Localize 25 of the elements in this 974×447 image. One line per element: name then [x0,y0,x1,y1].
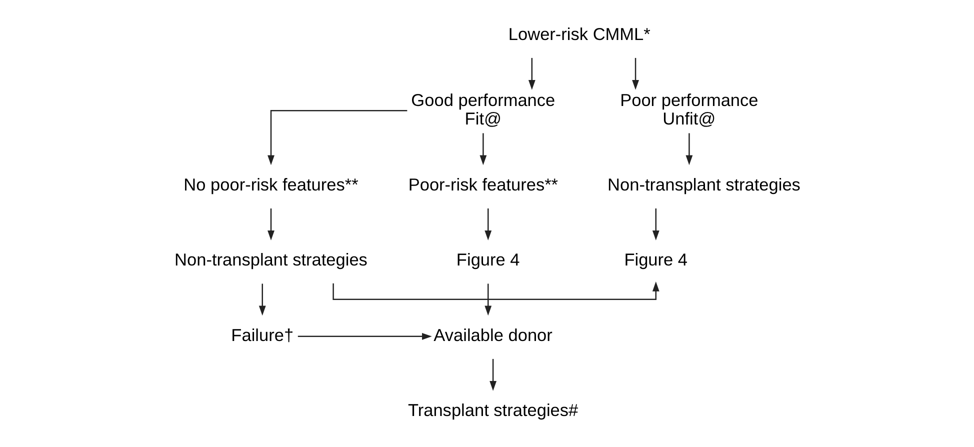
arrow [258,284,266,316]
node-text: Figure 4 [456,250,520,270]
node-text: Non-transplant strategies [174,250,367,270]
node-text: Available donor [433,324,552,345]
arrow [332,282,659,300]
arrow [479,133,486,166]
arrow [652,208,659,240]
arrow [489,358,496,391]
node-text: Poor performance Unfit@ [620,90,758,128]
node-text: No poor-risk features** [183,174,358,194]
arrow [484,284,492,316]
node-text: Non-transplant strategies [607,174,800,194]
arrow [484,208,492,240]
arrow [297,332,432,340]
node-text: Transplant strategies# [407,400,578,420]
arrow [632,58,638,90]
arrow [685,133,692,166]
node-text: Poor-risk features** [408,174,558,194]
node-text: Failure† [230,324,294,345]
node-text: Good performance Fit@ [410,90,555,128]
node-text: Figure 4 [624,250,688,270]
node-text: Lower-risk CMML* [508,24,650,44]
arrow [267,110,407,166]
arrow [528,58,535,90]
arrow [267,208,274,240]
